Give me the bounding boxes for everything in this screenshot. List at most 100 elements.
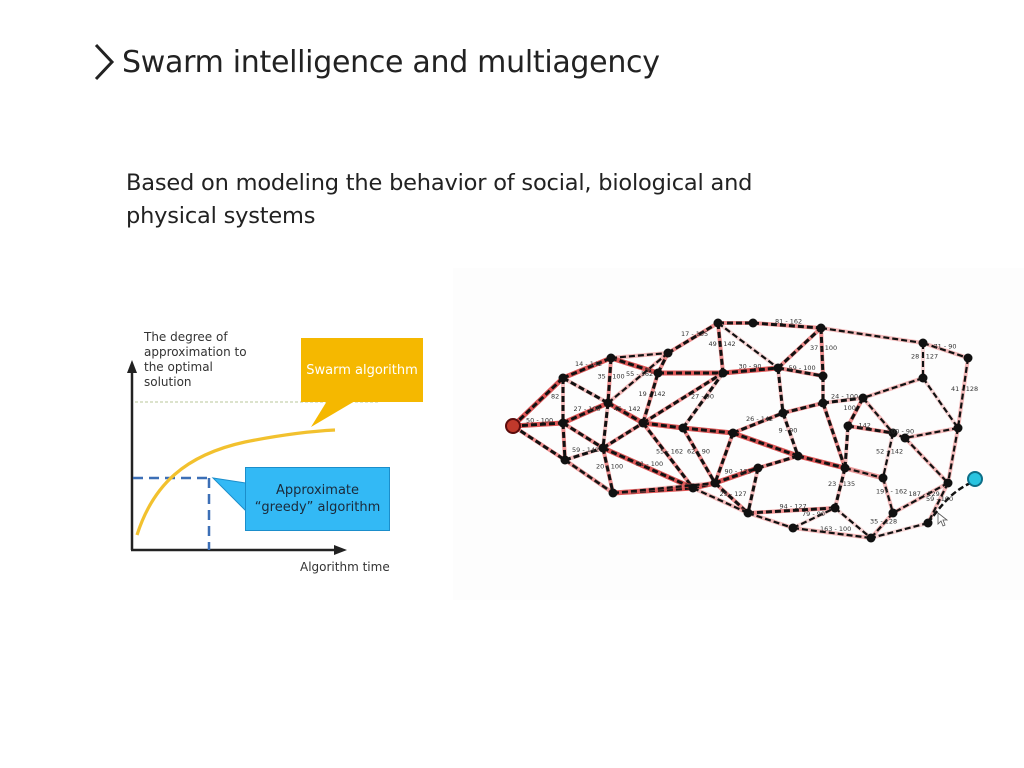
- swarm-algorithm-label: Swarm algorithm: [306, 362, 418, 378]
- agent-edge: [601, 402, 610, 449]
- agent-edge: [562, 421, 604, 450]
- agent-edge: [601, 447, 615, 494]
- agent-edge: [752, 321, 822, 330]
- edge-weight-label: 30 - 90: [739, 363, 762, 371]
- edge-weight-label: 49 - 142: [709, 340, 736, 348]
- network-node: [816, 323, 826, 333]
- agent-edge: [714, 466, 759, 485]
- agent-edge: [732, 431, 799, 458]
- edge-weight-label: 197 - 162: [876, 488, 907, 496]
- agent-edge: [792, 526, 872, 540]
- greedy-callout-pointer: [211, 477, 247, 513]
- greedy-algorithm-callout: Approximate “greedy” algorithm: [245, 467, 390, 531]
- agent-edge: [607, 401, 644, 425]
- edge-weight-label: 17 - 135: [681, 330, 708, 338]
- agent-edge: [713, 481, 750, 515]
- start-node: [505, 418, 521, 434]
- edge-weight-label: 23 - 135: [828, 480, 855, 488]
- agent-edge: [922, 377, 959, 429]
- agent-edge: [846, 397, 865, 427]
- agent-edge: [862, 376, 924, 400]
- agent-edge: [904, 437, 949, 484]
- edge-weight-label: 50 - 100: [526, 417, 553, 425]
- network-node: [606, 353, 616, 363]
- network-node: [710, 478, 720, 488]
- edge-weight-label: 37 - 100: [810, 344, 837, 352]
- network-node: [818, 371, 828, 381]
- agent-edge: [892, 482, 949, 514]
- edge-weight-label: 100: [844, 404, 856, 412]
- agent-edge: [512, 424, 566, 462]
- agent-edge: [776, 367, 785, 414]
- network-node: [818, 398, 828, 408]
- network-node: [558, 373, 568, 383]
- network-node: [943, 478, 953, 488]
- network-node: [888, 428, 898, 438]
- agent-edge: [641, 422, 695, 489]
- edge-weight-label: 41 - 128: [951, 385, 978, 393]
- network-node: [918, 338, 928, 348]
- edge-weight-label: 20 - 100: [596, 463, 623, 471]
- agent-edge: [564, 446, 604, 462]
- agent-edge: [757, 454, 799, 470]
- y-axis-label: The degree of approximation to the optim…: [144, 330, 247, 389]
- edge-weight-label: 19 - 142: [639, 390, 666, 398]
- network-node: [663, 348, 673, 358]
- agent-edge: [607, 352, 669, 404]
- network-node: [843, 421, 853, 431]
- agent-edge: [862, 397, 894, 434]
- network-node: [753, 463, 763, 473]
- network-node: [778, 408, 788, 418]
- edge-weight-label: 55 - 162: [626, 370, 653, 378]
- edge-weight-label: 29 - 127: [720, 490, 747, 498]
- network-node: [866, 533, 876, 543]
- title-row: Swarm intelligence and multiagency: [92, 40, 660, 84]
- edge-weight-label: 142: [859, 422, 871, 430]
- agent-edge: [602, 421, 644, 450]
- network-node: [830, 503, 840, 513]
- network-node: [728, 428, 738, 438]
- slide-title: Swarm intelligence and multiagency: [122, 44, 660, 80]
- agent-edge: [667, 321, 719, 355]
- edge-weight-label: 59 - 100: [789, 364, 816, 372]
- agent-edge: [642, 421, 684, 430]
- pheromone-edge: [641, 372, 660, 424]
- agent-edge: [820, 326, 924, 345]
- edge-weight-label: 26 - 142: [746, 415, 773, 423]
- agent-edge: [847, 424, 894, 435]
- agent-edge: [746, 467, 760, 514]
- agent-edge: [561, 422, 567, 461]
- edge-weight-label: 24 - 100: [831, 393, 858, 401]
- agent-edge: [819, 327, 825, 377]
- network-node: [878, 473, 888, 483]
- edge-weight-label: 45 - 142: [614, 405, 641, 413]
- agent-edge: [946, 427, 960, 484]
- agent-edge: [564, 459, 614, 494]
- network-node: [688, 483, 698, 493]
- agent-edge: [870, 512, 894, 539]
- agent-edge: [606, 357, 613, 404]
- agent-edge: [834, 507, 872, 539]
- edge-weight-label: 27 - 90: [691, 393, 714, 401]
- edge-weight-label: 62 - 90: [687, 448, 710, 456]
- edge-weight-label: 9 - 90: [779, 427, 798, 435]
- edge-weight-label: 59 - 142: [572, 446, 599, 454]
- pheromone-edge: [904, 426, 959, 440]
- agent-edge: [922, 341, 969, 360]
- pheromone-edge: [682, 425, 734, 436]
- agent-edge: [843, 425, 850, 469]
- network-node: [558, 418, 568, 428]
- network-node: [788, 523, 798, 533]
- edge-weight-label: 100 - 90: [887, 428, 914, 436]
- agent-edge: [792, 507, 836, 529]
- agent-edge: [747, 506, 836, 515]
- agent-edge: [747, 511, 794, 530]
- agent-edge: [681, 427, 717, 484]
- agent-edge: [821, 402, 847, 469]
- network-node: [923, 518, 933, 528]
- agent-edge: [722, 366, 779, 375]
- network-node: [718, 368, 728, 378]
- agent-edge: [777, 366, 824, 378]
